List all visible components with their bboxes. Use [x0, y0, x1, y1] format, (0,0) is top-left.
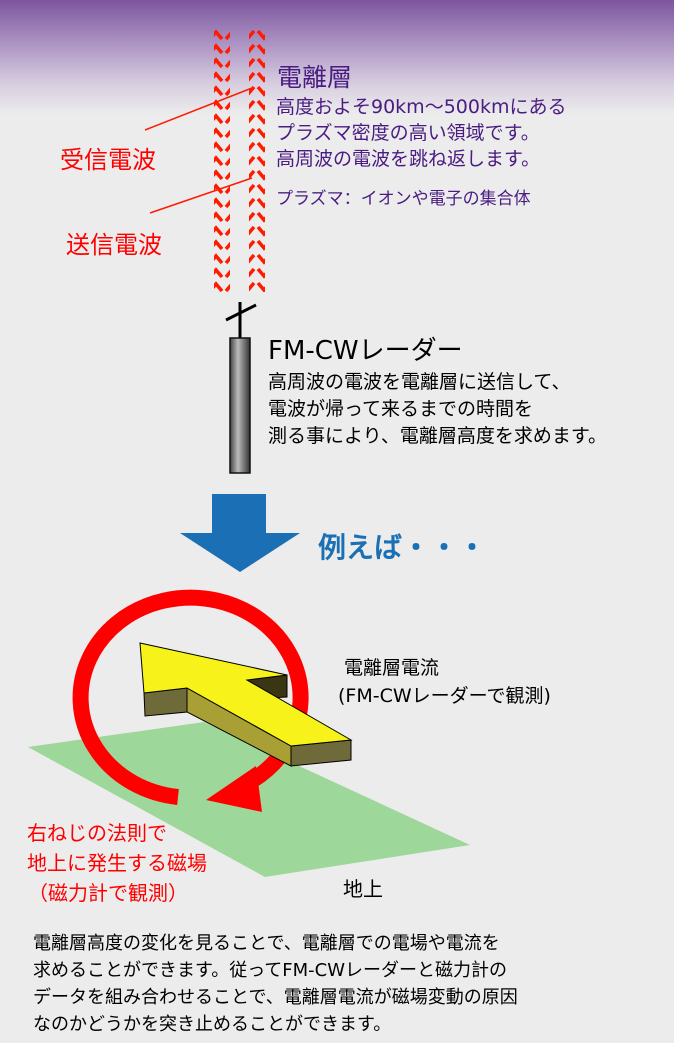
radar-cylinder [229, 337, 251, 474]
summary-line: 求めることができます。従ってFM-CWレーダーと磁力計の [33, 960, 508, 981]
antenna-icon [225, 302, 257, 338]
magnetic-line: 地上に発生する磁場 [27, 851, 207, 875]
magnetic-field-loop [72, 589, 309, 805]
current-title: 電離層電流 [344, 657, 440, 679]
received-label-leader [144, 87, 253, 131]
ionosphere-line: 高周波の電波を跳ね返します。 [276, 148, 541, 170]
magnetic-field-arrowhead [206, 766, 262, 812]
transmitted-label-leader [149, 177, 253, 214]
radar-title: FM-CWレーダー [268, 336, 463, 366]
example-label: 例えば・・・ [318, 531, 487, 564]
radar-line: 測る事により、電離層高度を求めます。 [268, 425, 607, 447]
ionosphere-line: プラズマ密度の高い領域です。 [276, 122, 540, 144]
magnetic-line: 右ねじの法則で [27, 821, 167, 845]
ground-label: 地上 [343, 877, 383, 901]
magnetic-line: （磁力計で観測） [28, 881, 188, 905]
summary-line: データを組み合わせることで、電離層電流が磁場変動の原因 [33, 987, 518, 1008]
radar-line: 高周波の電波を電離層に送信して、 [268, 371, 571, 393]
ionosphere-line: 高度およそ90km〜500kmにある [276, 96, 567, 118]
ionospheric-current-arrow [139, 642, 353, 767]
transmitted-wave-chevrons [214, 30, 230, 292]
down-arrow-icon [180, 494, 300, 572]
plasma-note: プラズマ：イオンや電子の集合体 [276, 189, 531, 209]
summary-line: 電離層高度の変化を見ることで、電離層での電場や電流を [33, 933, 500, 954]
current-note: (FM-CWレーダーで観測) [338, 685, 551, 707]
summary-line: なのかどうかを突き止めることができます。 [33, 1014, 392, 1035]
received-wave-chevrons [249, 30, 265, 292]
transmitted-wave-label: 送信電波 [66, 231, 162, 259]
received-wave-label: 受信電波 [60, 146, 156, 174]
ionosphere-title: 電離層 [277, 63, 353, 92]
radar-line: 電波が帰って来るまでの時間を [268, 398, 534, 420]
